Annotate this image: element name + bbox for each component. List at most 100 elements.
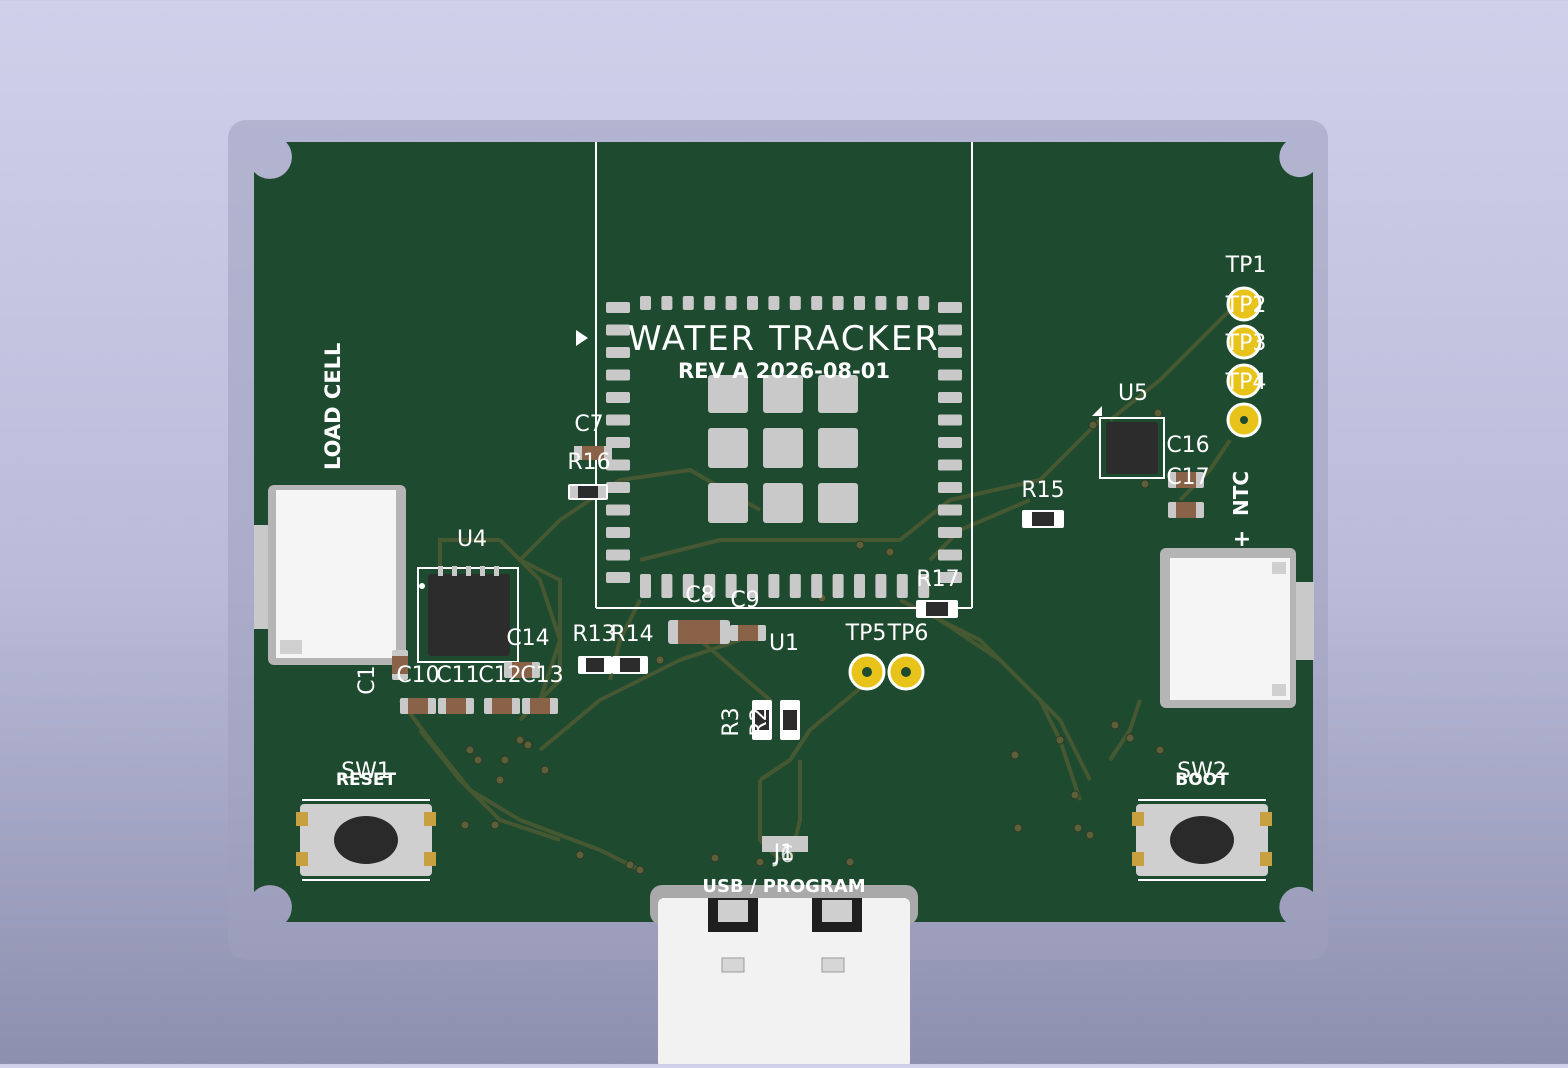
c13-designator: C13 [520,663,563,688]
esp32-pad [938,482,962,493]
c12-designator: C12 [478,663,521,688]
sw1-designator: SW1 [341,759,391,784]
test-points [848,286,1262,691]
esp32-pad [938,504,962,516]
r14-designator: R14 [610,622,653,647]
c1-capacitor [392,650,408,680]
u5-designator: U5 [1118,381,1148,406]
boot-label: BOOT [1175,770,1229,790]
c14-designator: C14 [506,626,549,651]
esp32-pad [606,347,630,358]
r17-resistor [916,600,958,618]
reset-button [296,799,436,881]
esp32-pad [682,574,694,598]
ntc-plus-label: + [1233,527,1251,552]
j6-designator: J6 [772,843,795,868]
load-cell-connector [254,485,406,665]
tp4-designator: TP4 [1225,370,1267,395]
c11-designator: C11 [436,663,479,688]
esp32-pad [606,437,630,448]
ntc-label: NTC [1229,471,1253,516]
component-designators: C7 R16 C8 C9 U1 R13 R14 C14 C1 C10 C11 C… [355,412,1210,737]
tp6-designator: TP6 [887,621,929,646]
r3-designator: R3 [719,707,744,736]
c7-capacitor [574,446,612,460]
esp32-pad [896,296,908,310]
c9-capacitor [730,625,766,641]
esp32-module [576,142,973,609]
vias [460,408,1165,875]
esp32-pad [725,296,737,310]
ntc-connector [1160,548,1314,708]
tp3-designator: TP3 [1225,331,1267,356]
esp32-pad [682,296,694,310]
u4-designator: U4 [457,527,487,552]
esp32-pad [938,347,962,358]
esp32-pad [918,574,930,598]
esp32-pad [938,549,962,561]
esp32-pad [832,574,844,598]
esp32-pad [875,296,887,310]
boot-button [1132,799,1272,881]
usb-program-label: USB / PROGRAM [702,876,865,897]
r16-resistor [568,484,608,500]
esp32-pad [854,296,865,310]
esp32-pads [606,296,962,598]
c14-capacitor [504,662,540,678]
c8-designator: C8 [685,583,714,608]
esp32-pad [661,574,673,598]
r14-resistor [612,656,648,674]
r3-resistor [752,700,772,740]
sw2-designator: SW2 [1177,759,1227,784]
esp32-pad [606,414,630,426]
u1-designator: U1 [769,631,799,656]
esp32-pad [938,414,962,426]
r15-designator: R15 [1021,478,1064,503]
tp2-pad [1226,286,1262,322]
esp32-pad [938,369,962,381]
tp2-designator: TP2 [1225,293,1267,318]
esp32-pad [661,296,673,310]
c9-designator: C9 [730,588,759,613]
esp32-pad [747,296,758,310]
esp32-pad [811,574,823,598]
esp32-pad [606,302,630,313]
esp32-pad [938,527,962,538]
load-cell-label: LOAD CELL [321,343,345,470]
esp32-pad [606,549,630,561]
r13-designator: R13 [572,622,615,647]
r2-designator: R2 [747,707,772,736]
esp32-pad [606,459,630,471]
usb-c-connector [650,836,918,1068]
esp32-pad [704,296,716,310]
r13-resistor [578,656,612,674]
esp32-thermal-pads [708,375,858,523]
j1-designator: J1 [772,841,795,866]
reset-label: RESET [336,770,397,790]
pin1-marker-icon [576,330,588,346]
c11-capacitor [438,698,474,714]
esp32-pad [606,392,630,403]
u4-ic [417,566,519,663]
esp32-pad [811,296,823,310]
c17-designator: C17 [1166,465,1209,490]
esp32-pad [640,296,651,310]
r2-resistor [780,700,800,740]
c16-designator: C16 [1166,433,1209,458]
c1-designator: C1 [355,665,380,694]
esp32-pad [606,572,630,583]
esp32-pad [938,324,962,336]
u5-ic [1092,406,1165,479]
c10-capacitor [400,698,436,714]
esp32-pad [938,302,962,313]
c8-capacitor [668,620,730,644]
esp32-pad [918,296,930,310]
esp32-pad [938,392,962,403]
esp32-pad [606,369,630,381]
esp32-pad [875,574,887,598]
esp32-pad [768,296,780,310]
esp32-pad [789,296,801,310]
c10-designator: C10 [396,663,439,688]
